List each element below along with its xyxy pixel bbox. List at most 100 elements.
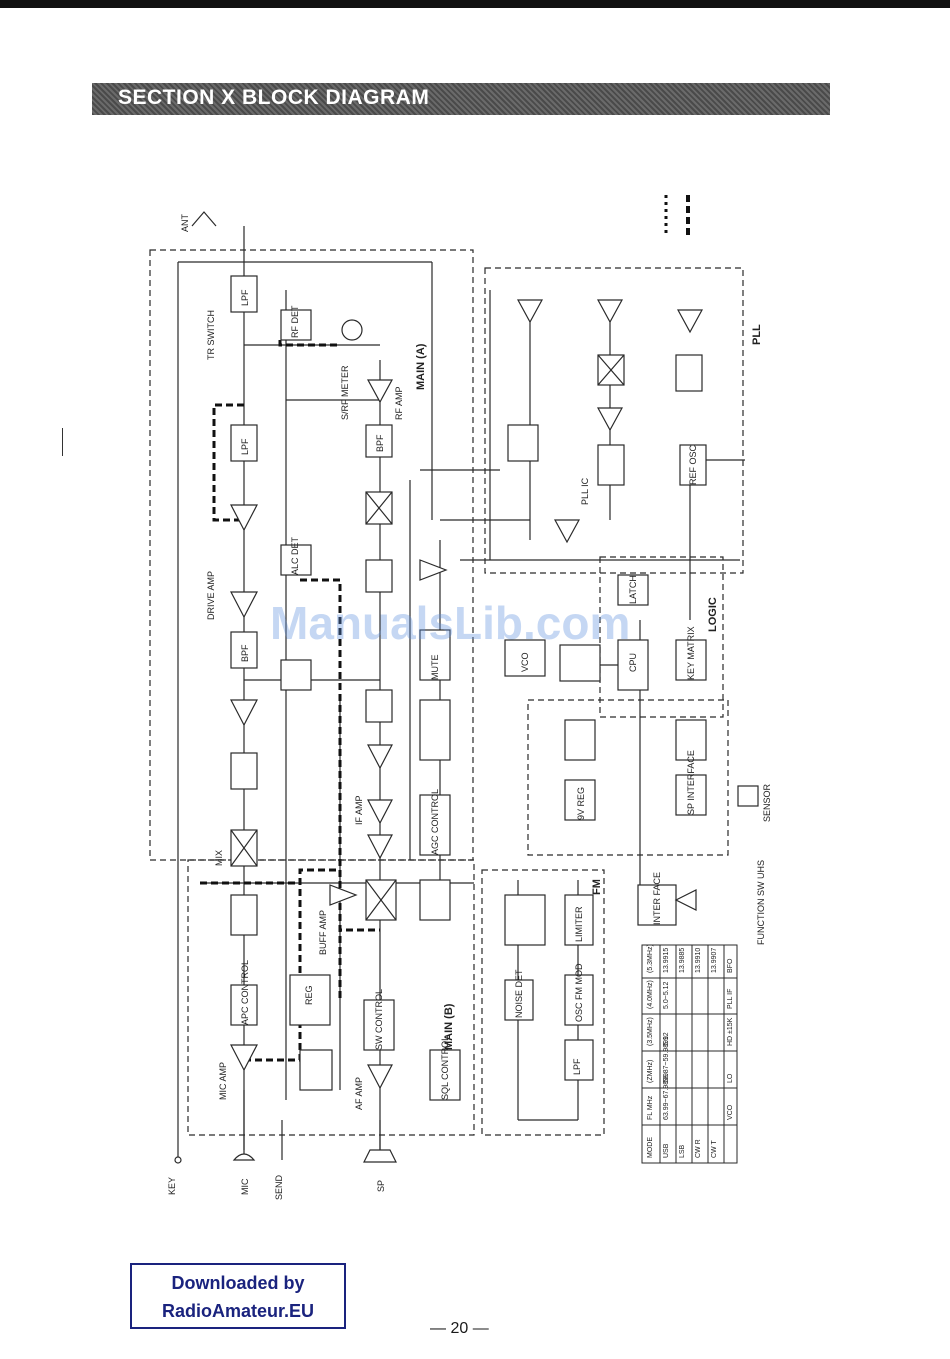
tr-switch-text: TR SWITCH <box>206 310 216 360</box>
noise-det-text: NOISE DET <box>514 969 524 1018</box>
final-amp-triangle <box>230 504 258 532</box>
agc-control-block <box>419 794 451 856</box>
interface-block <box>637 884 677 926</box>
table-cell: 13.9915 <box>663 948 670 973</box>
key-matrix-block <box>675 639 707 681</box>
function-sw-arrow <box>674 889 697 911</box>
regulator-text: REG <box>304 985 314 1005</box>
if-amp-triangle-3 <box>367 834 393 860</box>
fm-amp-pll-triangle <box>596 407 624 432</box>
send-label: SEND <box>274 1174 284 1200</box>
table-cell: USB <box>663 1143 670 1158</box>
buff-amp-pll-triangle <box>516 299 544 324</box>
apc-control-block <box>230 984 258 1026</box>
table-cell: VCO <box>727 1104 734 1120</box>
af-amp-triangle <box>367 1064 393 1090</box>
table-cell: 13.9910 <box>695 948 702 973</box>
limiter-block <box>564 894 594 946</box>
table-cell: 5.12 <box>663 1032 670 1046</box>
key-matrix-text: KEY MATRIX <box>686 626 696 680</box>
logic-lower-boundary <box>527 699 729 856</box>
tripler-triangle <box>676 309 704 334</box>
ref-osc-block <box>679 444 707 486</box>
vfo-osc-block <box>564 719 596 761</box>
ref-osc-text: REF OSC <box>688 444 698 485</box>
local-osc <box>419 879 451 921</box>
lpf-block-3 <box>230 752 258 790</box>
9v-reg-text: 9V REG <box>576 787 586 820</box>
speaker-symbol <box>363 1149 397 1163</box>
table-cell: (4.0MHz) <box>647 980 654 1009</box>
pll-ic-text: PLL IC <box>580 477 590 505</box>
table-cell: (5.3MHz) <box>647 944 654 973</box>
table-cell: CW R <box>695 1139 702 1158</box>
pll-ic-block <box>597 444 625 486</box>
rf-det-block <box>280 309 312 341</box>
badge-line-1: Downloaded by <box>171 1273 305 1293</box>
mute-block <box>419 629 451 681</box>
bpf-text-2: BPF <box>375 434 385 452</box>
lpf-text-2: LPF <box>240 438 250 455</box>
frequency-table <box>641 944 738 1164</box>
download-badge[interactable]: Downloaded by RadioAmateur.EU <box>130 1263 346 1329</box>
latch-block <box>617 574 649 606</box>
rf-det-text: RF DET <box>290 305 300 338</box>
manualslib-watermark: ManualsLib.com <box>270 597 631 649</box>
bpf-block <box>230 631 258 669</box>
sp-interface-text: SP INTERFACE <box>686 750 696 815</box>
page-top-border <box>0 0 950 8</box>
second-mix-block <box>504 894 546 946</box>
table-cell: HD ±15K <box>727 1017 734 1046</box>
driver-block <box>559 644 601 682</box>
margin-mark <box>62 428 63 456</box>
main-b-boundary <box>187 859 475 1136</box>
interface-text: INTER FACE <box>652 872 662 925</box>
agc-ref-block <box>675 719 707 761</box>
cpu-text: CPU <box>628 653 638 672</box>
af-amp-text: AF AMP <box>354 1077 364 1110</box>
apc-control-text: APC CONTROL <box>240 960 250 1025</box>
dual-filter-block <box>507 424 539 462</box>
latch-text: LATCH <box>628 575 638 604</box>
bpf-block-2 <box>365 424 393 458</box>
mic-amp-text: MIC AMP <box>218 1062 228 1100</box>
table-cell: LSB <box>679 1144 686 1158</box>
logic-label: LOGIC <box>707 597 719 632</box>
osc-block <box>299 1049 333 1091</box>
sw-control-block <box>363 999 395 1051</box>
table-cell: CW T <box>711 1140 718 1158</box>
rx-switch-block <box>365 559 393 593</box>
fm-label: FM <box>591 879 603 895</box>
buff-amp-triangle <box>329 884 358 906</box>
bpf-text: BPF <box>240 644 250 662</box>
sensor-label: SENSOR <box>762 783 772 822</box>
table-cell: LO <box>727 1073 734 1083</box>
page-number: — 20 — <box>430 1320 489 1337</box>
limiter-text: LIMITER <box>574 906 584 942</box>
nb-gate-block <box>419 699 451 761</box>
buff-triangle <box>553 519 581 544</box>
alc-det-text: ALC DET <box>290 536 300 575</box>
sql-control-block <box>429 1049 461 1101</box>
section-header: SECTION X BLOCK DIAGRAM <box>92 83 830 115</box>
sql-control-text: SQL CONTROL <box>440 1036 450 1100</box>
sw-control-text: SW CONTROL <box>374 989 384 1050</box>
alc-det-block <box>280 544 312 576</box>
logic-boundary <box>599 556 724 718</box>
if-amp-triangle <box>367 744 393 770</box>
mic-amp-triangle <box>230 1044 258 1072</box>
driver-amp-triangle <box>230 591 258 619</box>
ant-label: ANT <box>180 213 190 232</box>
table-cell: 58.87~59.9899 <box>663 1036 670 1083</box>
cpu-block <box>617 639 649 691</box>
nb-amp-triangle <box>419 559 448 581</box>
lpf-fm-block <box>564 1039 594 1081</box>
noise-det-block <box>504 979 534 1021</box>
main-b-label: MAIN (B) <box>443 1003 455 1050</box>
table-cell: PLL IF <box>727 989 734 1009</box>
table-cell: (ZMHz) <box>647 1060 654 1083</box>
osc-fm-mod-text: OSC FM MOD <box>574 963 584 1022</box>
sensor-block <box>737 785 759 807</box>
meter-circle <box>341 319 363 341</box>
